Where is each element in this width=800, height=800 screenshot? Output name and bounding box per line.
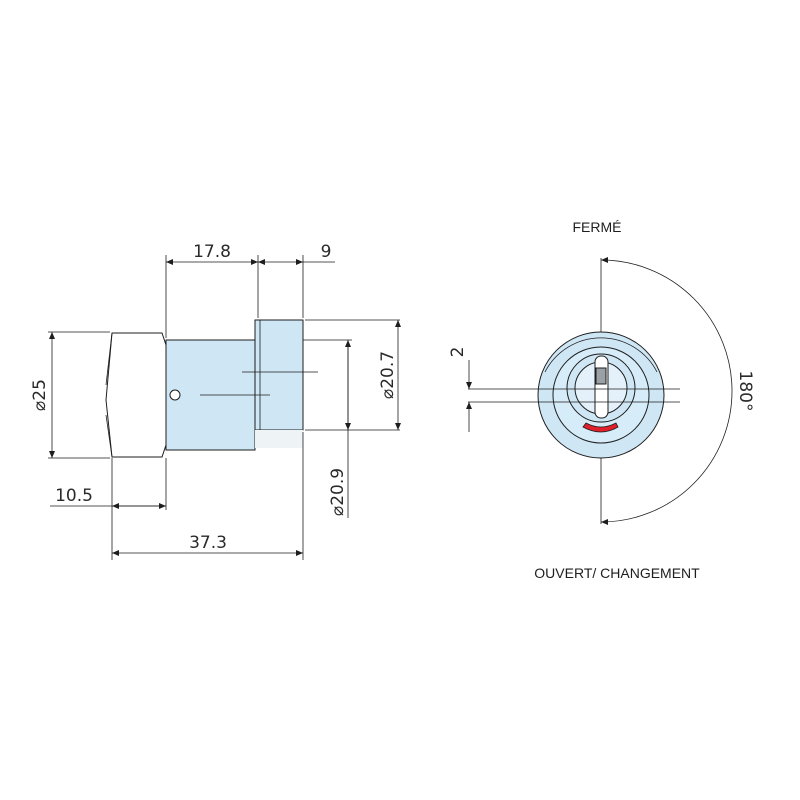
dim-diameter-25: ⌀25 bbox=[30, 379, 50, 411]
label-ouvert-changement: OUVERT/ CHANGEMENT bbox=[534, 565, 700, 581]
dim-180-degrees: 180° bbox=[735, 371, 755, 412]
pin-hole bbox=[169, 389, 181, 401]
front-view: FERMÉ OUVERT/ CHANGEMENT 180° 2 bbox=[448, 219, 755, 581]
label-ferme: FERMÉ bbox=[573, 219, 622, 235]
dim-diameter-20-7: ⌀20.7 bbox=[378, 351, 398, 399]
dim-17-8: 17.8 bbox=[193, 242, 231, 262]
status-indicator bbox=[582, 422, 619, 433]
keyway bbox=[594, 355, 609, 419]
dim-diameter-20-9: ⌀20.9 bbox=[328, 468, 348, 516]
cylinder-collar bbox=[254, 319, 304, 431]
dim-9: 9 bbox=[321, 242, 332, 262]
dim-10-5: 10.5 bbox=[55, 486, 93, 506]
dim-37-3: 37.3 bbox=[189, 533, 227, 553]
side-view: 17.8 9 ⌀25 ⌀20.7 ⌀20.9 10.5 37.3 bbox=[30, 242, 401, 560]
dim-2: 2 bbox=[448, 347, 468, 358]
cylinder-head bbox=[105, 332, 167, 458]
